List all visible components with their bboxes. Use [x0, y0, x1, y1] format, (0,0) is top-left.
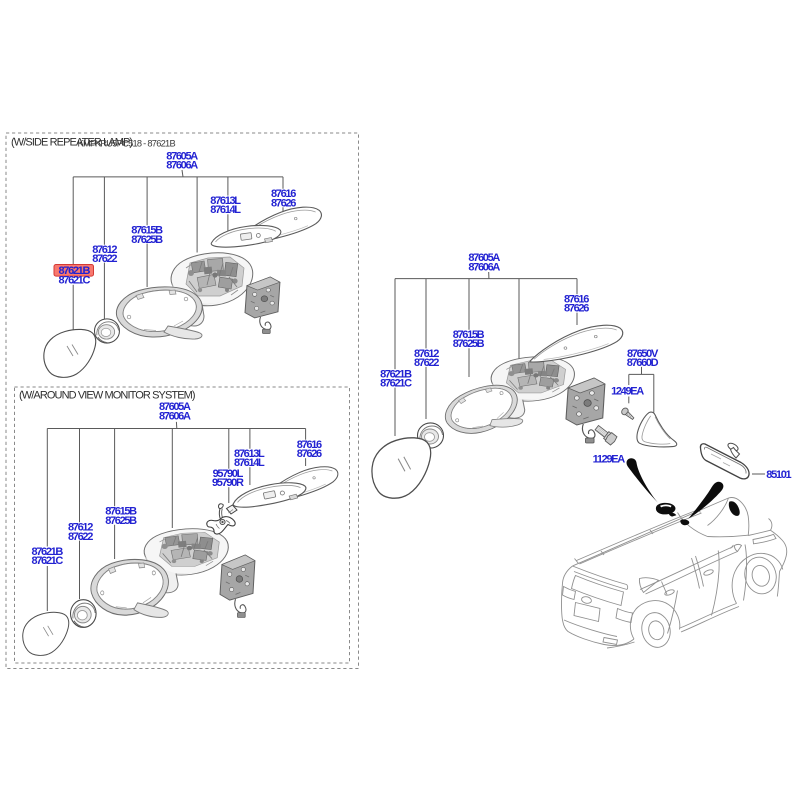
svg-text:87616: 87616 [297, 439, 322, 451]
svg-text:87621C: 87621C [31, 555, 63, 567]
svg-text:95790L: 95790L [213, 468, 244, 480]
svg-text:(W/SIDE REPEATER LAMP): (W/SIDE REPEATER LAMP) [11, 137, 132, 149]
svg-text:87621B: 87621B [58, 265, 90, 277]
svg-text:87625B: 87625B [105, 515, 137, 527]
svg-text:87615B: 87615B [453, 329, 485, 341]
svg-text:KMFKRU5PC518 - 87621B: KMFKRU5PC518 - 87621B [78, 139, 176, 149]
svg-text:87614L: 87614L [234, 457, 265, 469]
svg-text:87605A: 87605A [159, 401, 191, 413]
svg-text:87660D: 87660D [627, 357, 659, 369]
svg-text:87626: 87626 [564, 303, 589, 315]
svg-text:87612: 87612 [68, 522, 93, 534]
svg-text:87606A: 87606A [166, 160, 198, 172]
svg-text:95790R: 95790R [212, 477, 244, 489]
svg-text:87622: 87622 [92, 253, 117, 265]
svg-text:87621C: 87621C [380, 378, 412, 390]
svg-text:87622: 87622 [68, 531, 93, 543]
svg-text:87613L: 87613L [234, 448, 265, 460]
svg-text:87614L: 87614L [210, 204, 241, 216]
svg-text:87606A: 87606A [468, 261, 500, 273]
svg-text:87615B: 87615B [105, 506, 137, 518]
svg-text:(W/AROUND VIEW MONITOR SYSTEM): (W/AROUND VIEW MONITOR SYSTEM) [19, 390, 195, 402]
svg-text:87626: 87626 [297, 448, 322, 460]
svg-text:1129EA: 1129EA [593, 454, 626, 466]
svg-text:87616: 87616 [271, 188, 296, 200]
svg-text:87605A: 87605A [166, 151, 198, 163]
svg-text:1249EA: 1249EA [611, 385, 644, 397]
svg-text:87612: 87612 [92, 244, 117, 256]
svg-text:87625B: 87625B [453, 338, 485, 350]
svg-text:87625B: 87625B [131, 234, 163, 246]
svg-text:87626: 87626 [271, 197, 296, 209]
svg-text:87616: 87616 [564, 293, 589, 305]
svg-text:87621C: 87621C [58, 274, 90, 286]
svg-text:85101: 85101 [766, 469, 791, 481]
svg-text:87622: 87622 [414, 357, 439, 369]
svg-text:87605A: 87605A [468, 252, 500, 264]
svg-text:87650V: 87650V [627, 348, 659, 360]
svg-text:87621B: 87621B [380, 368, 412, 380]
svg-text:87606A: 87606A [159, 410, 191, 422]
svg-text:87615B: 87615B [131, 225, 163, 237]
svg-text:87612: 87612 [414, 348, 439, 360]
svg-text:87621B: 87621B [31, 546, 63, 558]
svg-text:87613L: 87613L [210, 195, 241, 207]
